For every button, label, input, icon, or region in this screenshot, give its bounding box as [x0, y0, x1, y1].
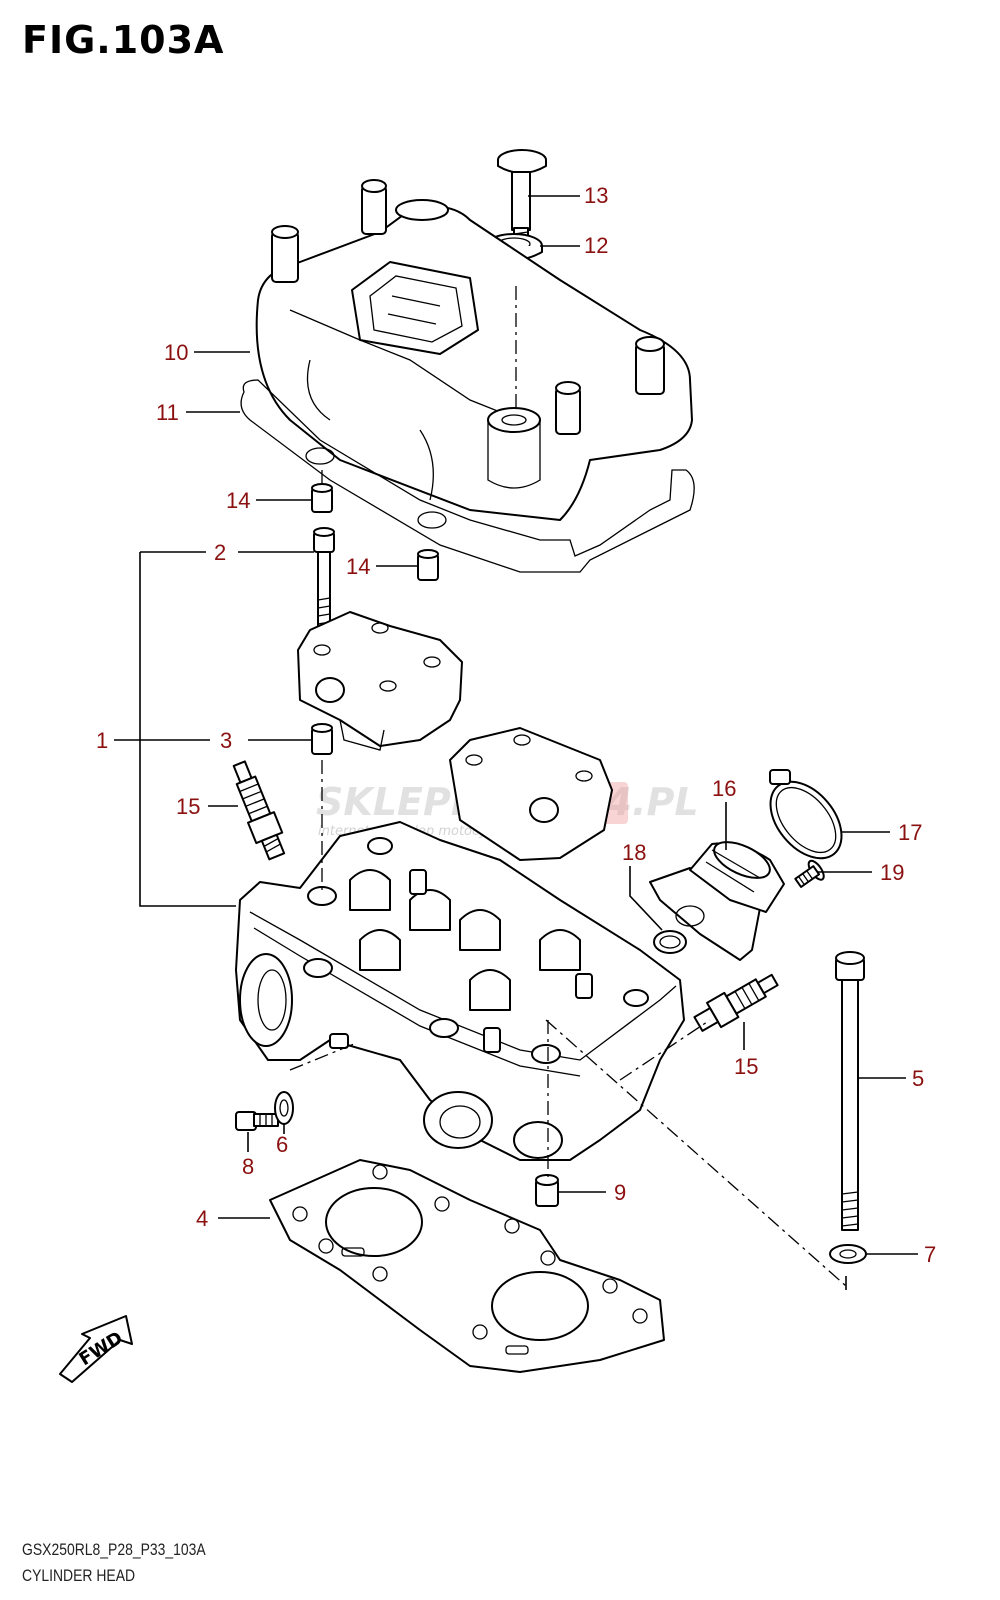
- part-16-intake-pipe: [649, 841, 785, 961]
- part-10-head-cover: [255, 179, 693, 521]
- part-15-spark-plug-right: [693, 973, 779, 1032]
- callout-6: 6: [276, 1132, 288, 1157]
- camshaft-cap-left: [297, 611, 463, 751]
- callout-12: 12: [584, 233, 608, 258]
- callout-16: 16: [712, 776, 736, 801]
- part-15-spark-plug-left: [232, 760, 286, 861]
- callout-2: 2: [214, 540, 226, 565]
- part-18-o-ring: [653, 930, 687, 954]
- part-6-washer: [274, 1091, 294, 1125]
- camshaft-cap-right: [449, 727, 613, 861]
- model-code: GSX250RL8_P28_P33_103A: [22, 1540, 206, 1559]
- callout-14-lower: 14: [346, 554, 370, 579]
- part-9-dowel: [535, 1174, 559, 1207]
- part-14-dowel-lower: [417, 549, 439, 581]
- cylinder-head: [235, 821, 685, 1161]
- leader-lines: [114, 195, 918, 1290]
- callout-14-upper: 14: [226, 488, 250, 513]
- part-17-clamp: [769, 769, 843, 860]
- part-7-washer: [829, 1244, 867, 1264]
- callout-7: 7: [924, 1242, 936, 1267]
- callout-11: 11: [156, 400, 179, 425]
- callout-9: 9: [614, 1180, 626, 1205]
- part-11-gasket: [240, 379, 695, 573]
- part-2-bolt: [313, 527, 335, 633]
- part-5-bolt: [835, 951, 865, 1231]
- callout-4: 4: [196, 1206, 208, 1231]
- part-8-bolt: [235, 1111, 279, 1131]
- figure-title: FIG.103A: [22, 18, 225, 62]
- callouts: 13 12 10 11 14 2 14 1 3 15 16 17 18 19 5…: [96, 183, 936, 1267]
- callout-15-right: 15: [734, 1054, 758, 1079]
- callout-17: 17: [898, 820, 922, 845]
- callout-5: 5: [912, 1066, 924, 1091]
- callout-1: 1: [96, 728, 108, 753]
- part-14-dowel-upper: [311, 483, 333, 513]
- callout-18: 18: [622, 840, 646, 865]
- assembly-centerlines: [289, 286, 847, 1287]
- part-3-dowel: [311, 723, 333, 755]
- part-4-head-gasket: [269, 1159, 665, 1373]
- callout-19: 19: [880, 860, 904, 885]
- figure-name: CYLINDER HEAD: [22, 1566, 136, 1585]
- callout-15-left: 15: [176, 794, 200, 819]
- fwd-arrow: FWD: [59, 1315, 133, 1383]
- callout-8: 8: [242, 1154, 254, 1179]
- callout-13: 13: [584, 183, 608, 208]
- callout-3: 3: [220, 728, 232, 753]
- callout-10: 10: [164, 340, 188, 365]
- part-19-screw: [794, 859, 825, 888]
